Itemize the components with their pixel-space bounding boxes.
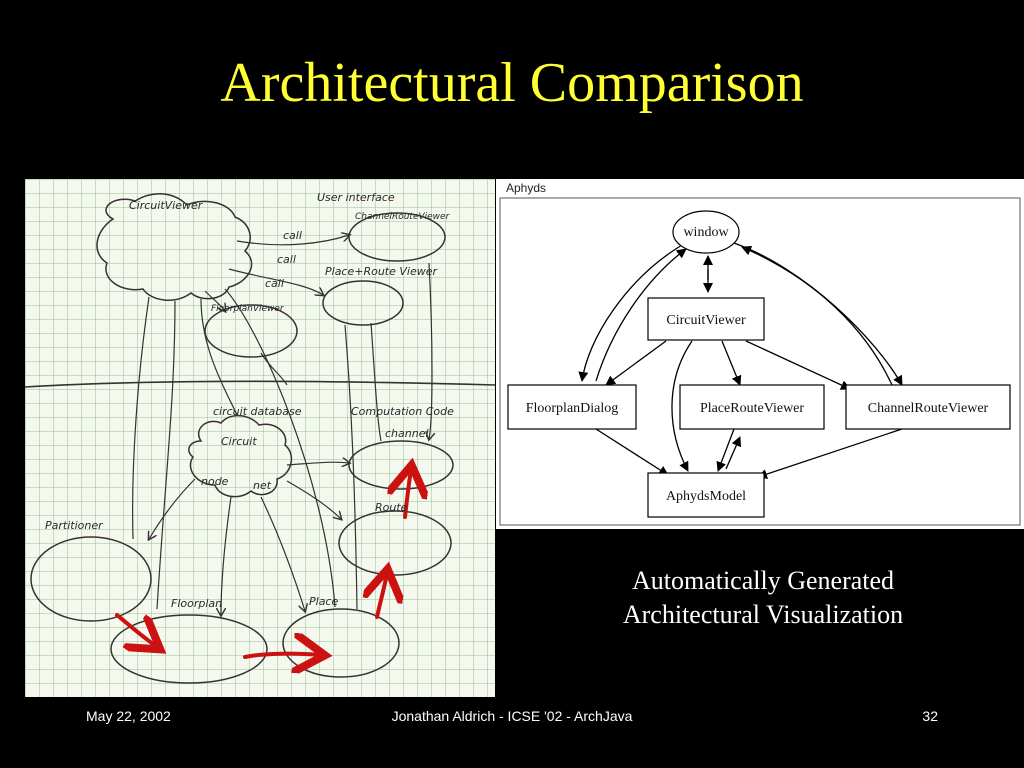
sketch-connectors [132, 235, 432, 615]
graph-title: Aphyds [506, 181, 547, 195]
sketch-label-circuitdatabase: circuit database [213, 405, 302, 418]
sketch-label-call-3: call [265, 277, 284, 290]
graph-node-channelrouteviewer-label: ChannelRouteViewer [868, 401, 989, 416]
sketch-red-arrows [115, 469, 411, 657]
sketch-circuitviewer-cloud [96, 193, 253, 301]
aphyds-graph-panel: Aphyds [496, 179, 1024, 529]
graph-node-window-label: window [683, 225, 729, 240]
sketch-label-userinterface: User interface [317, 191, 395, 204]
graph-node-aphydsmodel-label: AphydsModel [666, 489, 746, 504]
sketch-circuit-cloud [188, 414, 293, 498]
graph-edges [578, 242, 903, 479]
sketch-label-net: net [253, 479, 272, 492]
graph-node-channelrouteviewer: ChannelRouteViewer [845, 384, 1011, 430]
sketch-label-channel: channel [385, 427, 429, 440]
sketch-place-ellipse [282, 608, 400, 678]
sketch-label-route: Route [375, 501, 408, 514]
footer-author: Jonathan Aldrich - ICSE '02 - ArchJava [391, 708, 633, 724]
graph-node-aphydsmodel: AphydsModel [647, 472, 765, 518]
caption: Automatically Generated Architectural Vi… [540, 564, 986, 632]
hand-drawn-sketch: CircuitViewer User interface ChannelRout… [25, 179, 495, 697]
graph-node-floorplandialog: FloorplanDialog [507, 384, 637, 430]
sketch-label-circuitviewer: CircuitViewer [129, 199, 204, 212]
graph-node-circuitviewer-label: CircuitViewer [666, 313, 746, 328]
sketch-floorplan-ellipse [110, 614, 268, 684]
sketch-label-place: Place [309, 595, 338, 608]
graph-node-circuitviewer: CircuitViewer [647, 297, 765, 341]
graph-frame [499, 197, 1021, 526]
sketch-partitioner-ellipse [30, 536, 152, 622]
footer-page-number: 32 [922, 708, 938, 724]
sketch-drawing: CircuitViewer User interface ChannelRout… [25, 191, 495, 684]
slide-title: Architectural Comparison [220, 52, 804, 114]
sketch-label-circuit: Circuit [221, 435, 257, 448]
sketch-label-floorplan: Floorplan [171, 597, 222, 610]
sketch-label-computationcode: Computation Code [351, 405, 454, 418]
sketch-label-call-2: call [277, 253, 296, 266]
aphyds-graph: window CircuitViewer FloorplanDialog Pla… [499, 197, 1021, 526]
sketch-channel-ellipse [348, 440, 454, 490]
graph-node-floorplandialog-label: FloorplanDialog [526, 401, 619, 416]
graph-node-window: window [672, 210, 740, 254]
caption-line-1: Automatically Generated [631, 566, 895, 595]
sketch-label-partitioner: Partitioner [45, 519, 104, 532]
sketch-label-channelrouteviewer: ChannelRouteViewer [355, 212, 451, 222]
sketch-floorplanviewer-ellipse [204, 304, 298, 358]
graph-node-placerouteviewer-label: PlaceRouteViewer [700, 401, 804, 416]
sketch-label-node: node [201, 475, 229, 488]
sketch-label-call-1: call [283, 229, 302, 242]
caption-line-2: Architectural Visualization [622, 600, 904, 629]
sketch-label-placerouteviewer: Place+Route Viewer [325, 265, 438, 278]
graph-node-placerouteviewer: PlaceRouteViewer [679, 384, 825, 430]
sketch-divider [25, 380, 495, 388]
sketch-placeroute-ellipse [322, 280, 404, 326]
footer-date: May 22, 2002 [86, 708, 171, 724]
sketch-label-floorplanviewer: FloorplanViewer [211, 304, 285, 314]
